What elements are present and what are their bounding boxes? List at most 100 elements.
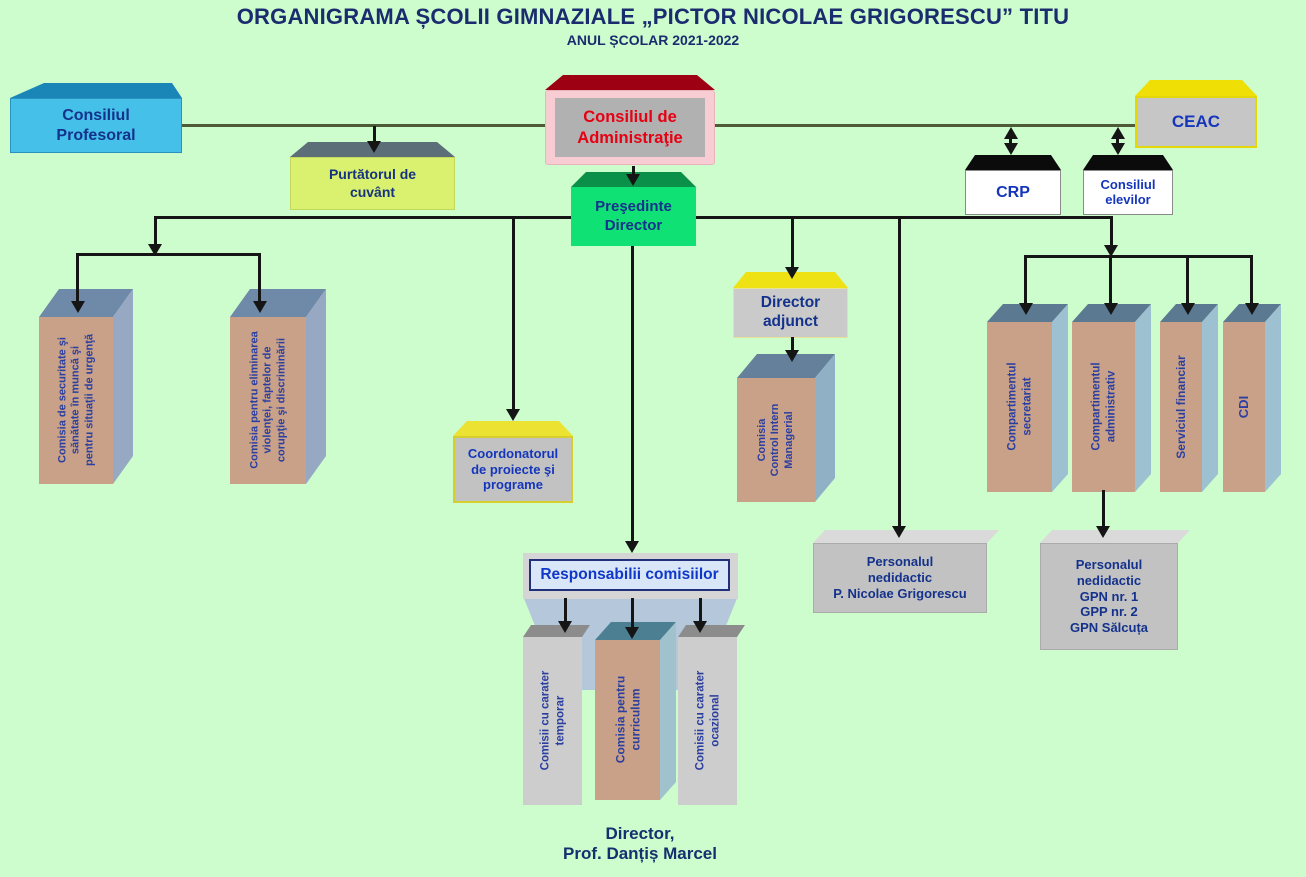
line-to-personal-scoala (898, 216, 901, 527)
node-comisii-ocazional: Comisii cu carater ocazional (678, 625, 745, 805)
line-drop-securitate (76, 253, 79, 302)
violenta-side-face (306, 289, 326, 484)
arrow-drop-financiar (1181, 303, 1195, 315)
administratie-label: Consiliul de Administraţie (577, 108, 683, 147)
line-right-feed (1110, 216, 1113, 246)
arrow-down-crp (1004, 143, 1018, 155)
coordonator-top-face (453, 421, 573, 436)
node-cdi: CDI (1223, 304, 1281, 492)
node-comisia-control-intern: Comisia Control Intern Managerial (737, 354, 835, 502)
purtatorul-front-face (290, 157, 455, 210)
adjunct-top-face (733, 272, 848, 288)
node-personal-nedidactic-gradinite: Personalul nedidactic GPN nr. 1 GPP nr. … (1040, 530, 1190, 650)
arrow-drop-temporar (558, 621, 572, 633)
elevilor-top-face (1083, 155, 1173, 170)
line-to-responsabilii (631, 246, 634, 542)
node-serviciul-financiar: Serviciul financiar (1160, 304, 1218, 492)
arrow-to-purtatorul (367, 141, 381, 153)
node-compartimentul-secretariat: Compartimentul secretariat (987, 304, 1068, 492)
arrow-to-personal-scoala (892, 526, 906, 538)
node-crp: CRP (965, 155, 1061, 215)
line-adjunct-cim (791, 337, 794, 351)
page-title: ORGANIGRAMA ȘCOLII GIMNAZIALE „PICTOR NI… (236, 4, 1070, 29)
arrow-to-adjunct (785, 267, 799, 279)
coordonator-label: Coordonatorul de proiecte şi programe (467, 445, 559, 493)
ceac-label: CEAC (1171, 111, 1221, 131)
line-drop-secretariat (1024, 255, 1027, 303)
responsabilii-inner (529, 559, 730, 591)
arrow-to-coordonator (506, 409, 520, 421)
curriculum-front-face (595, 640, 660, 800)
curriculum-side-face (660, 622, 676, 800)
line-right-split (1024, 255, 1253, 258)
line-drop-administrativ (1109, 255, 1112, 303)
line-dbl-crp (1009, 137, 1012, 145)
cim-side-face (815, 354, 835, 502)
node-purtatorul-cuvant: Purtătorul de cuvânt (290, 142, 455, 210)
cdi-front-face (1223, 322, 1265, 492)
node-presedinte-director: Preşedinte Director (571, 172, 696, 246)
node-responsabilii-comisiilor: Responsabilii comisiilor (523, 553, 738, 599)
arrow-drop-secretariat (1019, 303, 1033, 315)
crp-front-face (965, 170, 1061, 215)
line-to-coordonator (512, 216, 515, 410)
node-consiliul-elevilor: Consiliul elevilor (1083, 155, 1173, 215)
personal-scoala-label: Personalul nedidactic P. Nicolae Grigore… (833, 554, 967, 601)
arrow-drop-cdi (1245, 303, 1259, 315)
ocazional-front-face (678, 637, 737, 805)
line-drop-temporar (564, 598, 567, 622)
node-personal-nedidactic-scoala: Personalul nedidactic P. Nicolae Grigore… (813, 530, 999, 613)
page-subtitle: ANUL ȘCOLAR 2021-2022 (566, 32, 740, 48)
line-drop-cdi (1250, 255, 1253, 303)
arrow-admin-presedinte (626, 174, 640, 186)
arrow-to-responsabilii (625, 541, 639, 553)
line-to-purtatorul (373, 126, 376, 142)
crp-label: CRP (996, 183, 1030, 201)
arrow-up-elevilor (1111, 127, 1125, 139)
coordonator-front-face (453, 436, 573, 503)
arrow-drop-violenta (253, 301, 267, 313)
line-left-split (76, 253, 261, 256)
consiliul-profesoral-label: Consiliul Profesoral (56, 106, 136, 144)
presedinte-label: Preşedinte Director (595, 198, 672, 234)
node-director-adjunct: Director adjunct (733, 272, 848, 338)
purtatorul-label: Purtătorul de cuvânt (328, 166, 417, 200)
node-comisia-curriculum: Comisia pentru curriculum (595, 622, 676, 800)
line-dbl-elevilor (1116, 137, 1119, 145)
financiar-front-face (1160, 322, 1202, 492)
node-consiliul-administratie: Consiliul de Administraţie (545, 75, 715, 165)
arrow-up-crp (1004, 127, 1018, 139)
presedinte-front-face (571, 187, 696, 246)
administratie-top-face (545, 75, 715, 90)
node-consiliul-profesoral: Consiliul Profesoral (10, 83, 182, 153)
administratie-inner-panel (555, 98, 705, 157)
temporar-top-face (523, 625, 590, 637)
personal-scoala-front-face (813, 543, 987, 613)
node-comisia-eliminare-violenta: Comisia pentru eliminarea violenţei, fap… (230, 289, 326, 484)
node-ceac: CEAC (1135, 80, 1257, 148)
arrow-drop-administrativ (1104, 303, 1118, 315)
secretariat-side-face (1052, 304, 1068, 492)
arrow-right-feed (1104, 245, 1118, 257)
line-to-personal-gradinite (1102, 490, 1105, 527)
ceac-top-face (1135, 80, 1257, 96)
responsabilii-label: Responsabilii comisiilor (540, 565, 719, 583)
node-compartimentul-administrativ: Compartimentul administrativ (1072, 304, 1151, 492)
line-drop-violenta (258, 253, 261, 302)
node-comisii-temporar: Comisii cu carater temporar (523, 625, 590, 805)
crp-top-face (965, 155, 1061, 170)
securitate-front-face (39, 317, 113, 484)
personal-gradinite-front-face (1040, 543, 1178, 650)
personal-gradinite-top-face (1040, 530, 1190, 543)
temporar-front-face (523, 637, 582, 805)
node-comisia-securitate: Comisia de securitate şi sănătate în mun… (39, 289, 133, 484)
elevilor-label: Consiliul elevilor (1100, 176, 1156, 207)
line-to-adjunct (791, 216, 794, 268)
node-coordonator-proiecte: Coordonatorul de proiecte şi programe (453, 421, 573, 503)
violenta-front-face (230, 317, 306, 484)
consiliul-profesoral-top-face (10, 83, 182, 98)
arrow-drop-curriculum (625, 627, 639, 639)
